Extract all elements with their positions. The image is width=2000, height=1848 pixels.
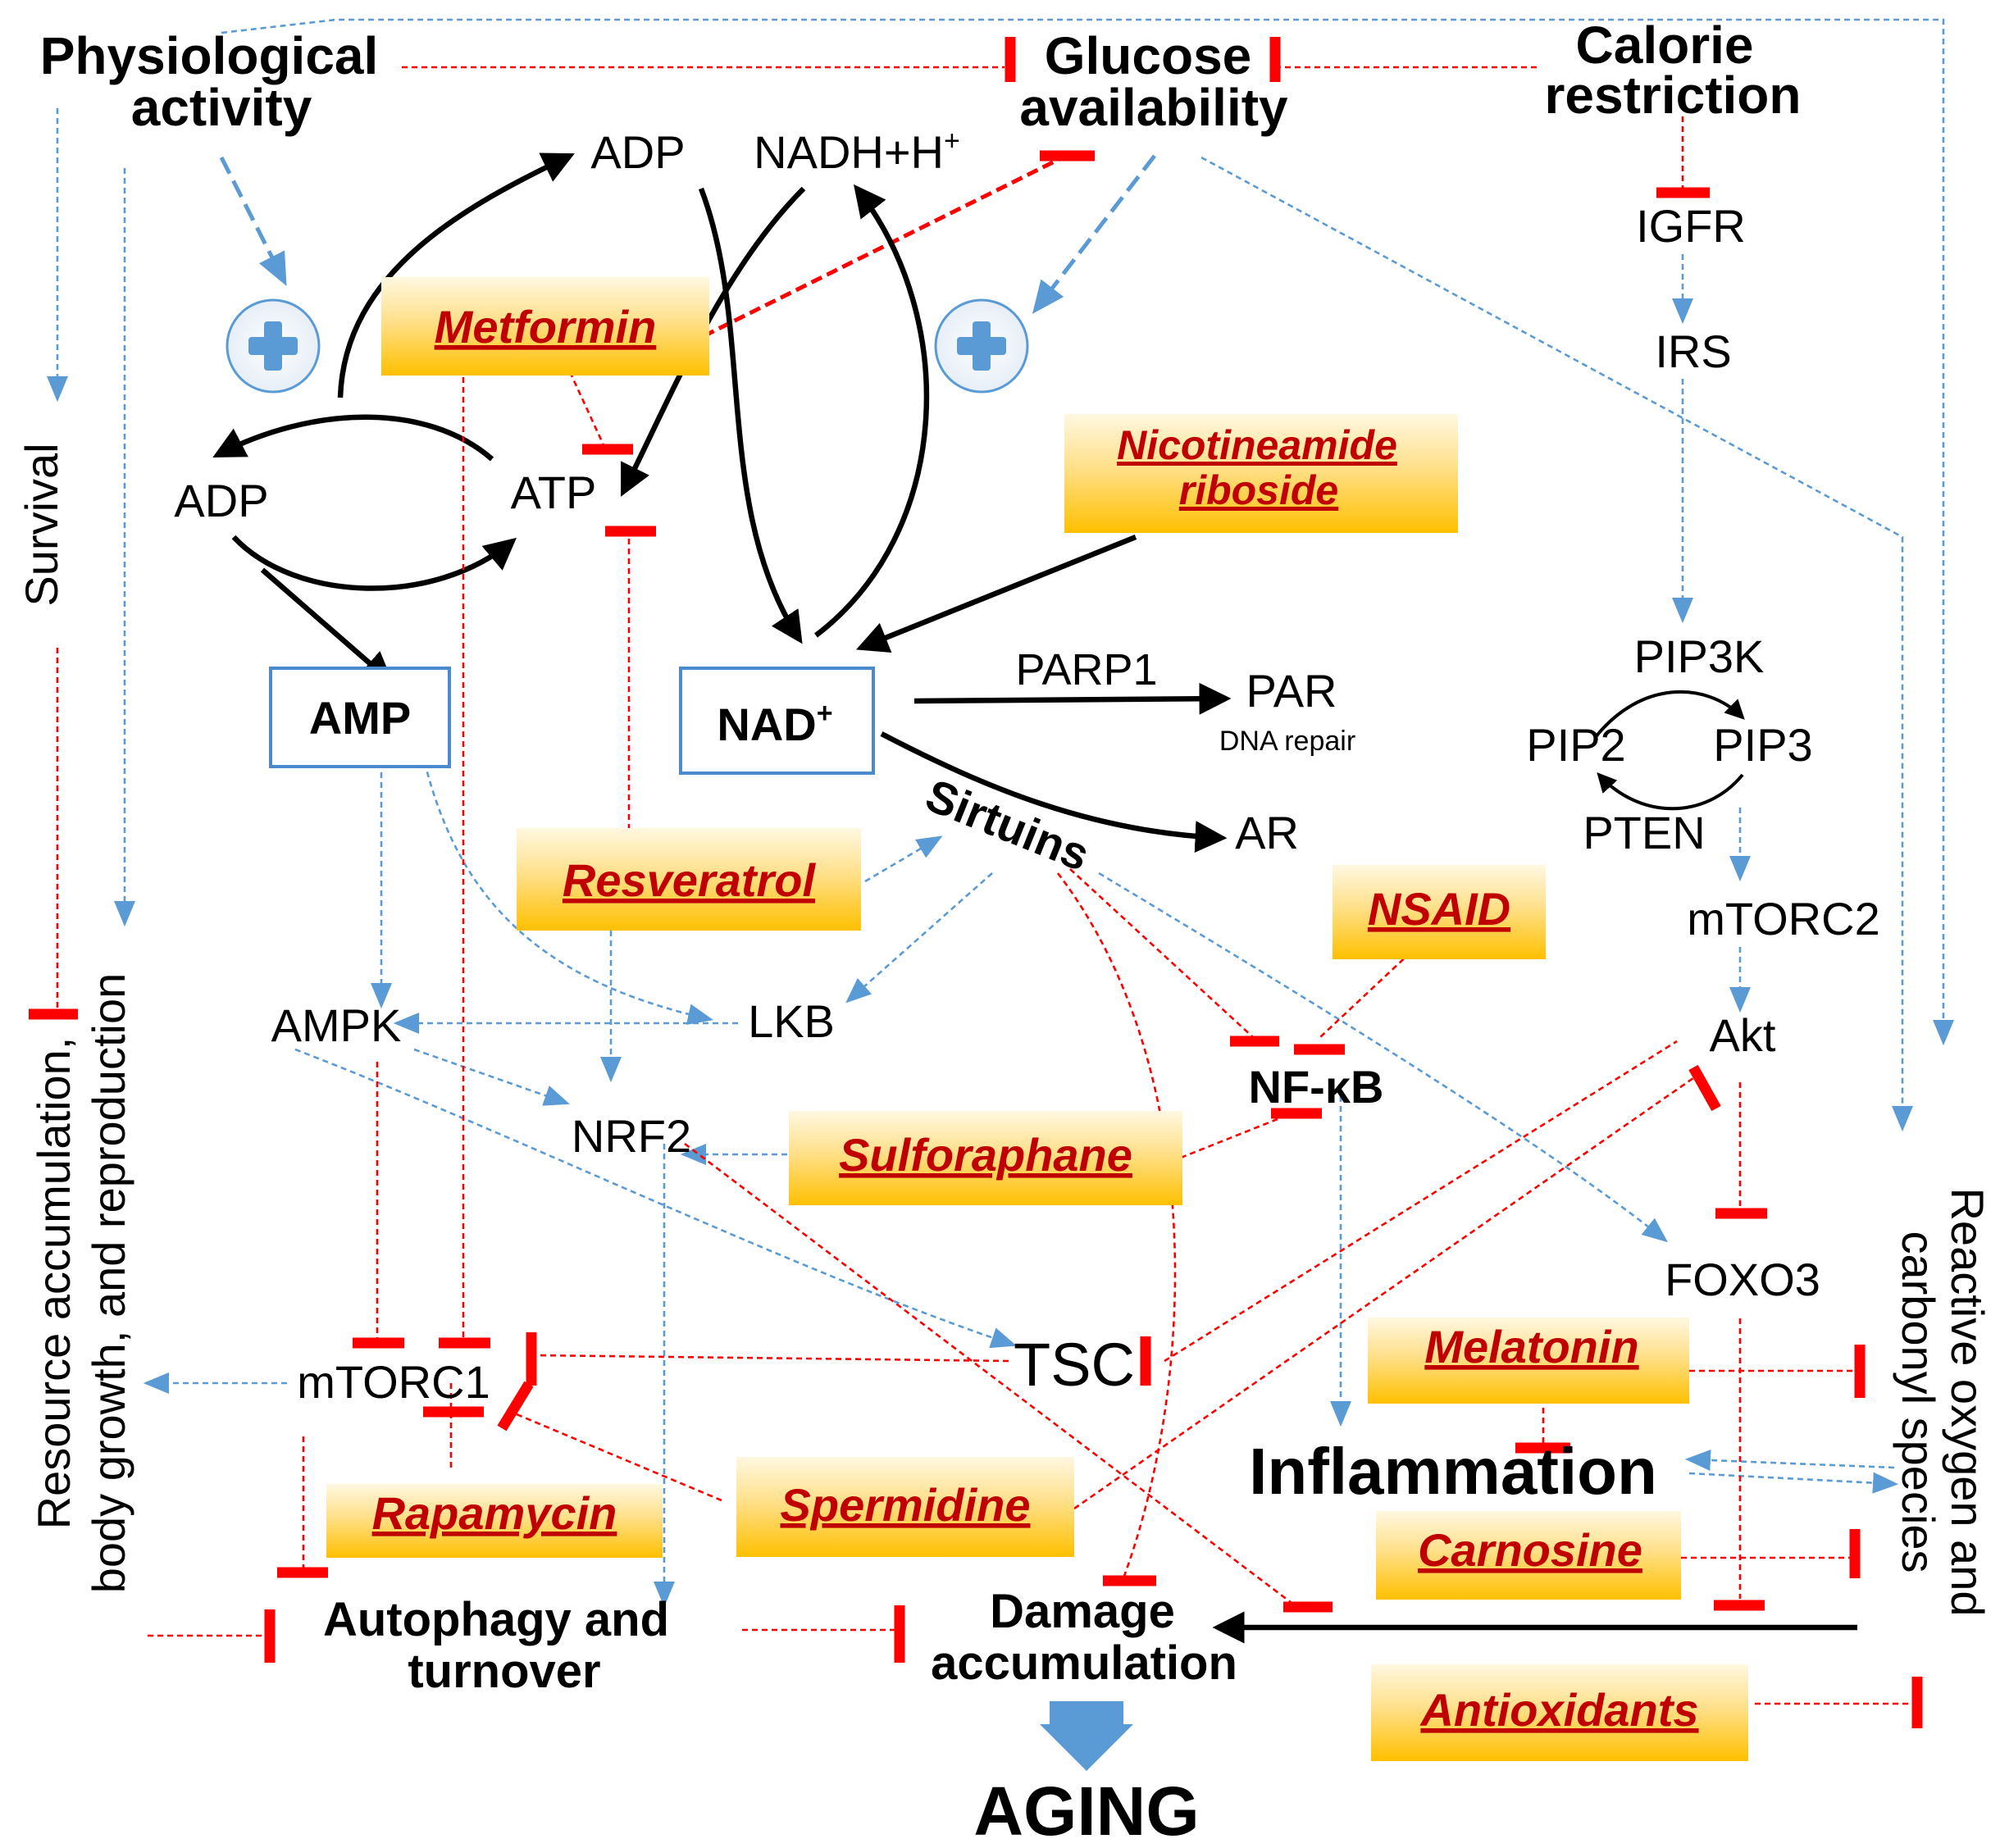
tsc-label: TSC <box>1014 1331 1135 1399</box>
tsc-inhibits-mtorc1-line <box>534 1354 1009 1363</box>
ar-label: AR <box>1235 807 1299 858</box>
nsaid-label: NSAID <box>1368 883 1510 935</box>
nr-to-nad-arrow <box>855 534 1137 653</box>
nicotinamide-riboside-label: riboside <box>1179 467 1338 513</box>
carnosine-label: Carnosine <box>1418 1524 1642 1576</box>
spermidine-label: Spermidine <box>781 1479 1031 1531</box>
damage-accumulation-label: accumulation <box>931 1636 1237 1690</box>
connectors <box>47 18 1954 1705</box>
spermidine-inhibits-mtorc1-line <box>516 1413 722 1502</box>
autophagy-label: Autophagy and <box>323 1593 669 1646</box>
glucose-availability-label: Glucose <box>1045 26 1252 85</box>
atp-label: ATP <box>511 467 597 518</box>
igfr-label: IGFR <box>1636 200 1746 252</box>
ampk-label: AMPK <box>271 999 402 1051</box>
nadh-label: NADH+H+ <box>754 125 960 178</box>
pip3-label: PIP3 <box>1713 719 1812 771</box>
plus-circle-icon <box>934 298 1029 394</box>
resource-accumulation-label: Resource accumulation, <box>28 1037 80 1530</box>
amp-box <box>269 667 451 768</box>
pip2-to-pip3-arrow <box>1593 690 1745 740</box>
physiological-activity-label: activity <box>131 78 312 137</box>
ros-label: carbonyl species <box>1893 1231 1944 1573</box>
inflammation-label: Inflammation <box>1249 1435 1657 1508</box>
calorie-restriction-label: restriction <box>1545 66 1802 125</box>
ampk-to-nrf2 <box>413 1048 570 1106</box>
mtorc2-label: mTORC2 <box>1687 893 1879 944</box>
sirtuins-to-foxo3 <box>1098 872 1669 1243</box>
glucose-to-plus <box>1032 154 1156 314</box>
resveratrol-label: Resveratrol <box>563 854 817 906</box>
parp1-label: PARP1 <box>1015 645 1157 694</box>
glucose-availability-label: availability <box>1019 78 1288 137</box>
resource-accumulation-label: body growth, and reproduction <box>83 973 134 1594</box>
nad-to-par-arrow <box>913 682 1232 715</box>
sirtuins-inhibits-nfkb-line <box>1069 868 1254 1038</box>
nrf2-label: NRF2 <box>572 1110 691 1162</box>
pip2-label: PIP2 <box>1526 719 1625 771</box>
aging-label: AGING <box>973 1773 1199 1848</box>
sulforaphane-inhibits-nfkb-line <box>1180 1111 1295 1159</box>
nfkb-label: NF-κB <box>1249 1061 1384 1113</box>
sulforaphane-label: Sulforaphane <box>839 1129 1132 1181</box>
melatonin-label: Melatonin <box>1424 1321 1638 1372</box>
plus-circle-icon <box>226 298 321 394</box>
amp-label: AMP <box>309 692 411 744</box>
inhibition-bars <box>29 37 1923 1728</box>
top-frame-arrow <box>221 18 1954 1046</box>
metformin-label: Metformin <box>435 301 657 353</box>
adp-left-label: ADP <box>174 475 268 526</box>
autophagy-label: turnover <box>408 1645 600 1698</box>
metformin-inhibits-glucose-line <box>702 153 1068 339</box>
down-arrow-icon <box>1040 1701 1133 1771</box>
nad-label: NAD+ <box>717 698 832 750</box>
irs-label: IRS <box>1655 325 1731 377</box>
akt-label: Akt <box>1710 1009 1776 1061</box>
drug-labels: Metformin Nicotineamide riboside Resvera… <box>372 301 1699 1736</box>
antioxidants-label: Antioxidants <box>1419 1684 1698 1736</box>
inflammation-to-ros <box>1688 1472 1899 1494</box>
pip3-to-pip2-arrow <box>1597 772 1744 811</box>
nad-box <box>679 667 875 775</box>
ampk-to-tsc <box>294 1048 1017 1349</box>
ros-label: Reactive oxygen and <box>1942 1187 1993 1616</box>
mtorc1-label: mTORC1 <box>297 1356 490 1408</box>
resveratrol-to-sirtuins <box>864 835 943 883</box>
calorie-restriction-label: Calorie <box>1576 16 1754 75</box>
par-label: PAR <box>1246 665 1337 717</box>
sirtuins-label: Sirtuins <box>919 769 1097 881</box>
akt-inhibits-tsc-line <box>1164 1040 1678 1363</box>
ros-to-inflammation <box>1684 1450 1895 1472</box>
nicotinamide-riboside-label: Nicotineamide <box>1117 422 1397 468</box>
damage-accumulation-label: Damage <box>990 1585 1175 1638</box>
adp-to-atp-arrow <box>231 535 517 591</box>
sirtuins-inhibits-damage-line <box>1056 872 1177 1579</box>
survival-label: Survival <box>16 443 67 606</box>
glucose-to-ros <box>1200 156 1913 1132</box>
lkb-label: LKB <box>748 995 835 1047</box>
adp-to-nad-arrow <box>698 187 803 644</box>
dna-repair-label: DNA repair <box>1219 726 1355 757</box>
rapamycin-label: Rapamycin <box>372 1487 617 1539</box>
physiological-activity-label: Physiological <box>40 26 379 85</box>
amp-to-lkb <box>421 752 714 1026</box>
pten-label: PTEN <box>1583 807 1705 858</box>
atp-to-adp-arrow <box>337 152 575 398</box>
adp-to-amp-arrow <box>260 567 394 685</box>
atp-to-adp-left-arrow <box>212 414 494 462</box>
drug-boxes <box>326 277 1748 1761</box>
adp-top-label: ADP <box>590 126 685 178</box>
pip3k-label: PIP3K <box>1634 630 1765 682</box>
activity-to-plus <box>219 156 287 286</box>
nad-to-nadh-arrow <box>814 184 930 638</box>
sirtuins-to-lkb <box>845 872 993 1004</box>
nrf2-inhibits-damage-line <box>684 1142 1292 1604</box>
foxo3-label: FOXO3 <box>1665 1254 1820 1305</box>
sirtuins-to-ar-arrow <box>880 731 1228 853</box>
